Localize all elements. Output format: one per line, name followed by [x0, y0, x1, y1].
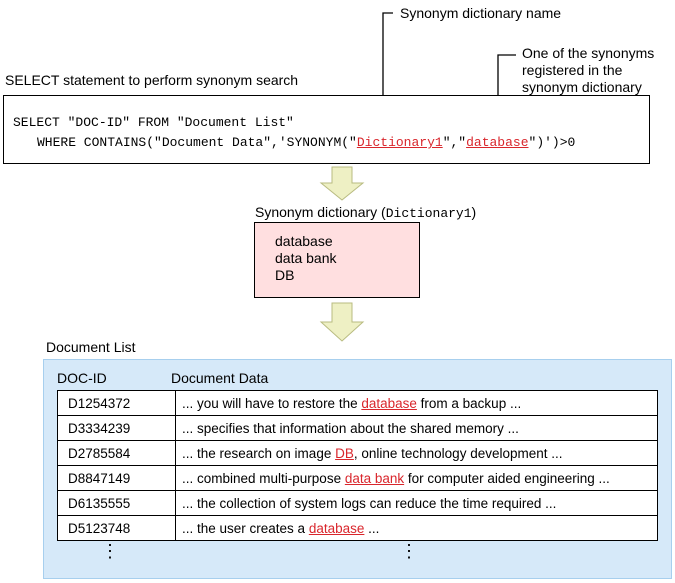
table-row: D2785584... the research on image DB, on…: [57, 440, 658, 466]
synonym-match: database: [308, 520, 365, 536]
synonym-match: DB: [335, 445, 354, 461]
table-row: D5123748... the user creates a database …: [57, 515, 658, 541]
document-text: ... you will have to restore the: [182, 395, 362, 411]
document-data-cell: ... the user creates a database ...: [175, 515, 658, 541]
document-text: from a backup ...: [416, 395, 522, 411]
flow-arrow-down-1: [319, 166, 365, 201]
document-data-cell: ... the collection of system logs can re…: [175, 490, 658, 516]
document-data-cell: ... the research on image DB, online tec…: [175, 440, 658, 466]
doc-id-header: DOC-ID: [57, 370, 107, 386]
dictionary-name-annotation: Synonym dictionary name: [400, 5, 562, 21]
table-row: D3334239 ... specifies that information a…: [57, 415, 658, 441]
dictionary-entries: database data bank DB: [275, 233, 337, 284]
synonym-annotation-line-3: synonym dictionary: [522, 79, 642, 95]
sql-dictionary-token: Dictionary1: [356, 135, 443, 150]
document-text: ... the collection of system logs can re…: [182, 495, 557, 511]
doc-id-cell: D1254372: [57, 390, 176, 416]
dictionary-caption-name: Dictionary1: [385, 206, 472, 221]
sql-line-2-prefix: WHERE CONTAINS("Document Data",'SYNONYM(…: [37, 135, 357, 150]
sql-line-1: SELECT "DOC-ID" FROM "Document List": [13, 115, 294, 130]
doc-id-cell: D8847149: [57, 465, 176, 491]
document-data-cell: ... combined multi-purpose data bank for…: [175, 465, 658, 491]
table-row: D1254372... you will have to restore the…: [57, 390, 658, 416]
table-row: D8847149... combined multi-purpose data …: [57, 465, 658, 491]
flow-arrow-down-2: [319, 302, 365, 342]
document-text: for computer aided engineering ...: [404, 470, 610, 486]
sql-line-2-suffix: ")')>0: [528, 135, 576, 150]
synonym-dictionary-box: database data bank DB: [254, 222, 420, 298]
sql-statement-box: SELECT "DOC-ID" FROM "Document List" WHE…: [3, 95, 650, 164]
synonym-annotation-line-2: registered in the: [522, 62, 623, 78]
document-table: D1254372... you will have to restore the…: [57, 390, 658, 541]
document-data-cell: ... you will have to restore the databas…: [175, 390, 658, 416]
continuation-dots-id: ⋮: [101, 541, 119, 561]
document-list-title: Document List: [46, 339, 136, 355]
document-text: ... the user creates a: [182, 520, 309, 536]
doc-id-cell: D5123748: [57, 515, 176, 541]
document-text: , online technology development ...: [353, 445, 563, 461]
document-data-cell: ... specifies that information about the…: [175, 415, 658, 441]
document-text: ...: [364, 520, 380, 536]
synonym-annotation-line-1: One of the synonyms: [522, 45, 655, 61]
document-text: ... combined multi-purpose: [182, 470, 345, 486]
doc-id-cell: D3334239: [57, 415, 176, 441]
document-text: ... specifies that information about the…: [182, 420, 519, 436]
select-statement-caption: SELECT statement to perform synonym sear…: [5, 72, 299, 88]
continuation-dots-data: ⋮: [400, 541, 418, 561]
synonym-match: data bank: [344, 470, 405, 486]
dictionary-entry: database: [275, 233, 333, 249]
dictionary-caption-text: Synonym dictionary (: [255, 204, 386, 220]
table-row: D6135555 ... the collection of system log…: [57, 490, 658, 516]
sql-synonym-token: database: [466, 135, 529, 150]
dictionary-entry: DB: [275, 267, 295, 283]
document-data-header: Document Data: [171, 370, 269, 386]
dictionary-name-pointer: [382, 12, 393, 122]
dictionary-entry: data bank: [275, 250, 337, 266]
synonym-dictionary-caption: Synonym dictionary (Dictionary1): [255, 204, 476, 222]
sql-line-2-mid: ",": [442, 135, 467, 150]
doc-id-cell: D6135555: [57, 490, 176, 516]
doc-id-cell: D2785584: [57, 440, 176, 466]
dictionary-caption-close: ): [471, 204, 477, 220]
document-text: ... the research on image: [182, 445, 336, 461]
synonym-match: database: [361, 395, 417, 411]
sql-line-2: WHERE CONTAINS("Document Data",'SYNONYM(…: [37, 134, 575, 151]
